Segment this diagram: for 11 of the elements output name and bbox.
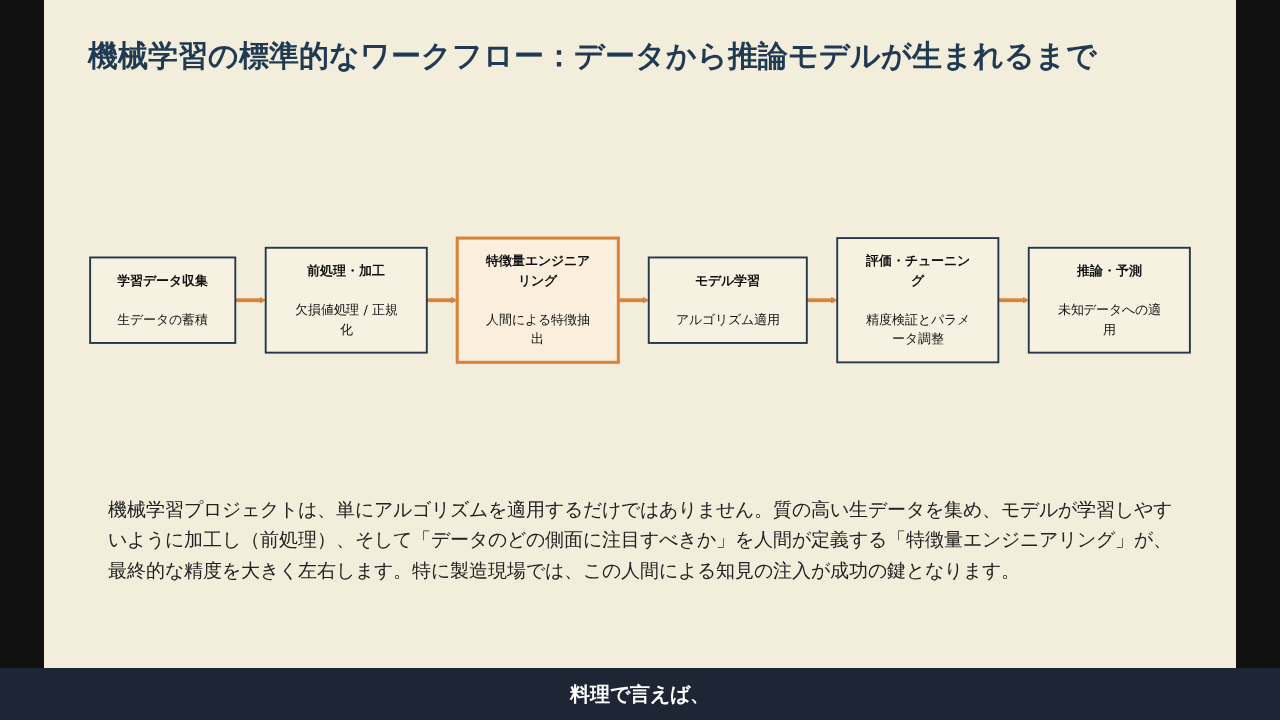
caption-paragraph: 機械学習プロジェクトは、単にアルゴリズムを適用するだけではありません。質の高い生データを集め、モデルが学習しやすいように加工し（前処理）、そして「データのどの側面に注目すべきか」を人間が定義する「特徴量エンジニアリング」が、最終的な精度を大きく左右します。特に製造現場では、この人間による知見の注入が成功の鍵となります。 [108, 497, 1173, 583]
arrow [806, 296, 838, 304]
node-box: 評価・チューニング 精度検証とパラメータ調整 [836, 236, 1000, 364]
node-box: モデル学習 アルゴリズム適用 [647, 256, 808, 344]
arrow [235, 296, 266, 304]
node-box: 推論・予測 未知データへの適用 [1027, 246, 1191, 354]
diagram-title: 機械学習の標準的なワークフロー：データから推論モデルが生まれるまで [88, 37, 1097, 75]
node-box: 学習データ収集 生データの蓄積 [89, 256, 237, 344]
node-box: 特徴量エンジニアリング 人間による特徴抽出 [455, 236, 620, 364]
subtitle-text: 料理で言えば、 [570, 680, 710, 708]
node-box: 前処理・加工 欠損値処理 / 正規化 [264, 246, 428, 354]
